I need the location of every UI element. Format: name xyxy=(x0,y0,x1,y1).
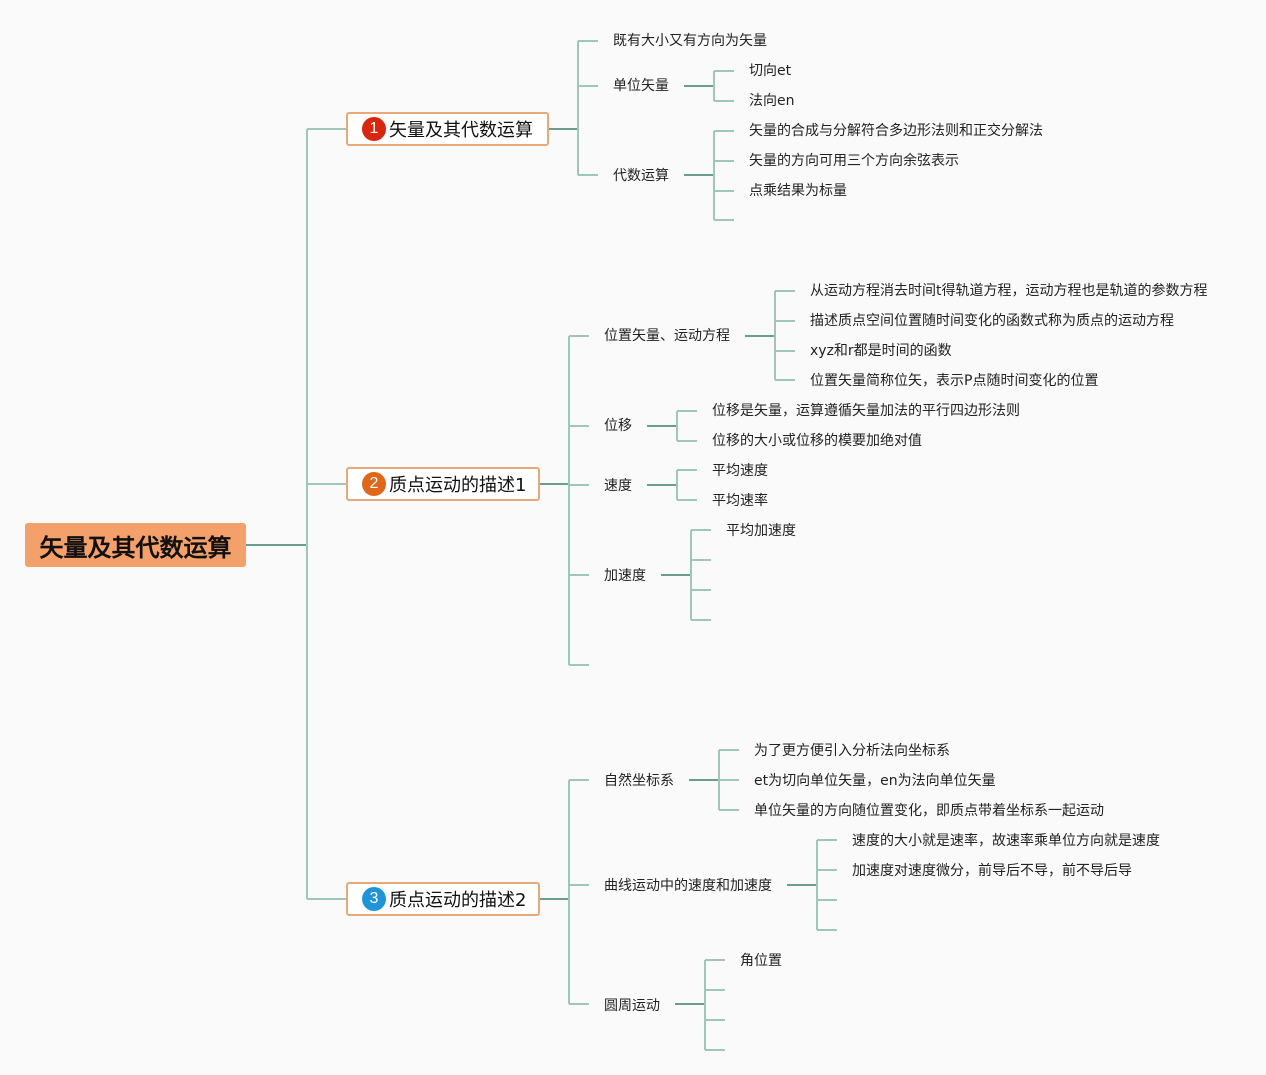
leaf-topic[interactable]: 描述质点空间位置随时间变化的函数式称为质点的运动方程 xyxy=(810,313,1174,329)
leaf-topic[interactable]: 为了更方便引入分析法向坐标系 xyxy=(754,743,950,759)
root-topic-label: 矢量及其代数运算 xyxy=(39,533,232,562)
subtopic[interactable]: 位置矢量、运动方程 xyxy=(604,328,730,344)
leaf-topic[interactable]: 单位矢量的方向随位置变化，即质点带着坐标系一起运动 xyxy=(754,803,1104,819)
subtopic[interactable]: 既有大小又有方向为矢量 xyxy=(613,33,767,49)
subtopic[interactable]: 位移 xyxy=(604,418,632,434)
subtopic[interactable]: 单位矢量 xyxy=(613,78,669,94)
leaf-topic[interactable]: 平均速度 xyxy=(712,463,768,479)
branch-topic-1[interactable]: 1 矢量及其代数运算 xyxy=(346,112,549,146)
leaf-topic[interactable]: 法向en xyxy=(749,93,795,109)
leaf-topic[interactable]: 位置矢量简称位矢，表示P点随时间变化的位置 xyxy=(810,373,1099,389)
priority-1-icon: 1 xyxy=(362,117,386,141)
branch-topic-label: 质点运动的描述1 xyxy=(389,475,527,496)
root-topic[interactable]: 矢量及其代数运算 xyxy=(25,523,246,567)
subtopic[interactable]: 自然坐标系 xyxy=(604,773,674,789)
subtopic[interactable]: 速度 xyxy=(604,478,632,494)
subtopic[interactable]: 加速度 xyxy=(604,568,646,584)
leaf-topic[interactable]: xyz和r都是时间的函数 xyxy=(810,343,952,359)
branch-topic-2[interactable]: 2 质点运动的描述1 xyxy=(346,467,540,501)
leaf-topic[interactable]: 矢量的合成与分解符合多边形法则和正交分解法 xyxy=(749,123,1043,139)
leaf-topic[interactable]: 平均加速度 xyxy=(726,523,796,539)
branch-topic-3[interactable]: 3 质点运动的描述2 xyxy=(346,882,540,916)
leaf-topic[interactable]: 点乘结果为标量 xyxy=(749,183,847,199)
leaf-topic[interactable]: 加速度对速度微分，前导后不导，前不导后导 xyxy=(852,863,1132,879)
leaf-topic[interactable]: 位移的大小或位移的模要加绝对值 xyxy=(712,433,922,449)
leaf-topic[interactable]: 切向et xyxy=(749,63,792,79)
priority-2-icon: 2 xyxy=(362,472,386,496)
priority-3-icon: 3 xyxy=(362,887,386,911)
leaf-topic[interactable]: 从运动方程消去时间t得轨道方程，运动方程也是轨道的参数方程 xyxy=(810,283,1208,299)
leaf-topic[interactable]: 平均速率 xyxy=(712,493,768,509)
leaf-topic[interactable]: 位移是矢量，运算遵循矢量加法的平行四边形法则 xyxy=(712,403,1020,419)
subtopic[interactable]: 代数运算 xyxy=(613,168,669,184)
leaf-topic[interactable]: 速度的大小就是速率，故速率乘单位方向就是速度 xyxy=(852,833,1160,849)
branch-topic-label: 矢量及其代数运算 xyxy=(389,120,533,141)
subtopic[interactable]: 曲线运动中的速度和加速度 xyxy=(604,878,772,894)
leaf-topic[interactable]: 角位置 xyxy=(740,953,782,969)
leaf-topic[interactable]: 矢量的方向可用三个方向余弦表示 xyxy=(749,153,959,169)
subtopic[interactable]: 圆周运动 xyxy=(604,998,660,1014)
branch-topic-label: 质点运动的描述2 xyxy=(389,890,527,911)
leaf-topic[interactable]: et为切向单位矢量，en为法向单位矢量 xyxy=(754,773,996,789)
